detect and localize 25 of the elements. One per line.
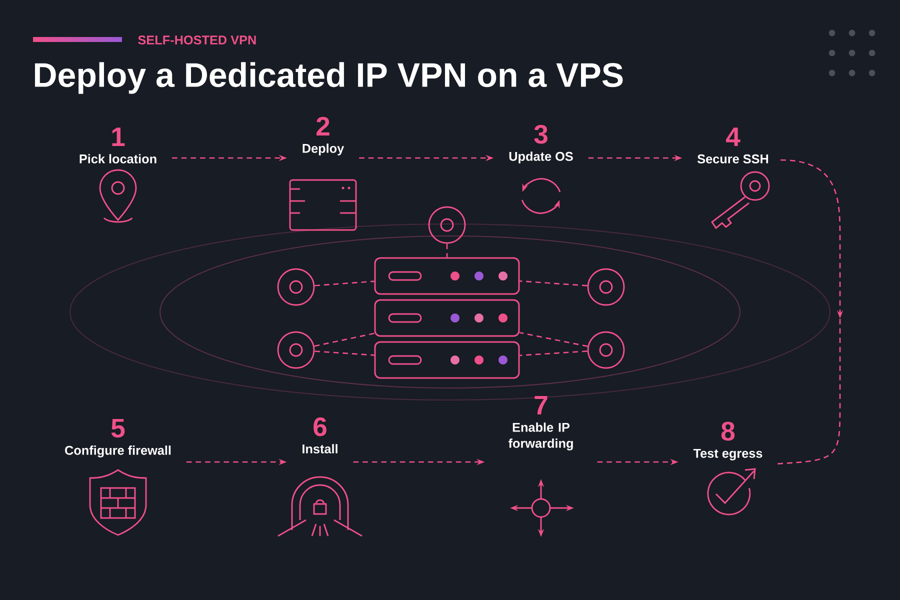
step-label: 8 Test egress — [693, 422, 762, 460]
connector — [314, 280, 374, 286]
connector — [314, 332, 374, 347]
server-unit — [374, 257, 520, 295]
ring-node — [587, 268, 625, 306]
step-label: 3 Update OS — [509, 124, 573, 164]
ring-node — [277, 331, 315, 369]
title: Deploy a Dedicated IP VPN on a VPS — [35, 62, 623, 94]
connector — [446, 244, 448, 258]
step-label: 2 Deploy — [302, 116, 344, 156]
step-label: 7 Enable IP forwarding — [508, 396, 573, 450]
server-unit — [374, 341, 520, 379]
connector — [520, 280, 588, 286]
connector — [520, 332, 588, 347]
ring-node — [587, 331, 625, 369]
server-unit — [374, 299, 520, 337]
step-label: 6 Install — [302, 417, 338, 454]
step-label: 5 Configure firewall — [65, 419, 171, 458]
step-label: 1 Pick location — [80, 128, 156, 164]
kicker-text: SELF-HOSTED VPN — [138, 36, 256, 44]
connector — [520, 350, 588, 356]
ring-node — [428, 206, 466, 244]
connector — [314, 350, 374, 356]
ring-node — [277, 268, 315, 306]
step-label: 4 Secure SSH — [697, 128, 768, 164]
